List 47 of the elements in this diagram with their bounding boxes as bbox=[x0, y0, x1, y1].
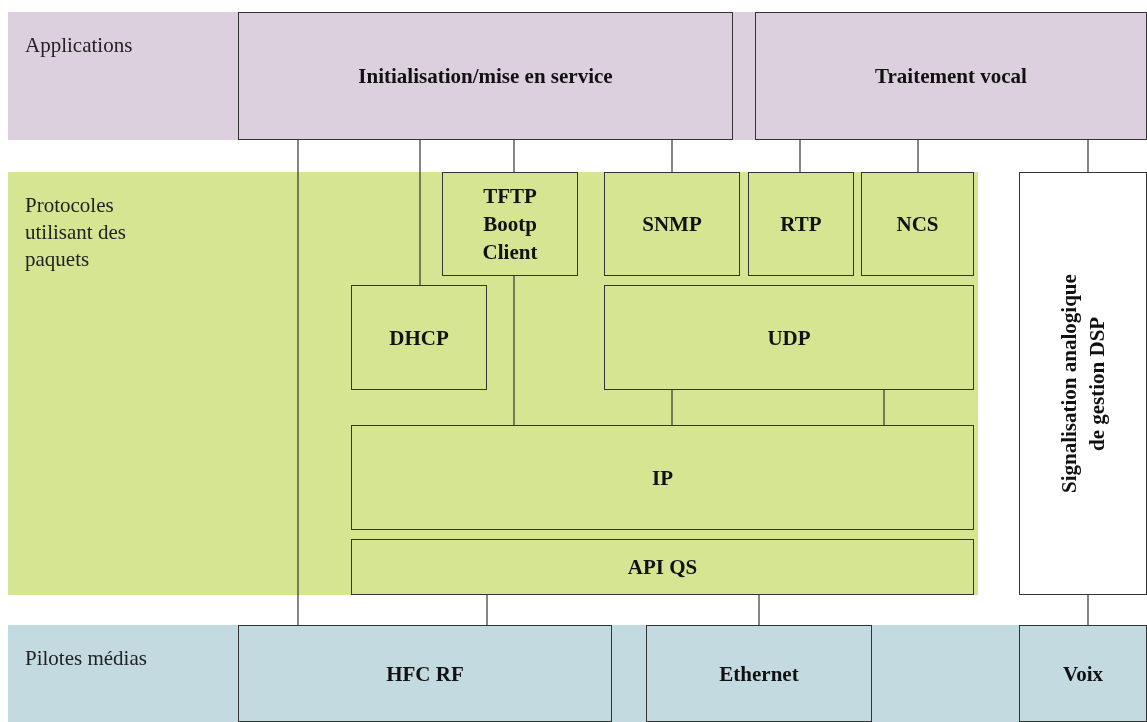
layer-band bbox=[8, 625, 1147, 722]
protocol-box bbox=[861, 172, 974, 276]
box-label: NCS bbox=[896, 211, 939, 238]
box-label: Voix bbox=[1062, 660, 1104, 688]
box-label: API QS bbox=[627, 554, 698, 581]
connector-line bbox=[917, 139, 919, 173]
connector-line bbox=[883, 389, 885, 426]
box-label: Initialisation/mise en service bbox=[358, 63, 613, 90]
driver-box bbox=[1019, 625, 1147, 722]
box-label: Signalisation analogique de gestion DSP bbox=[1056, 273, 1110, 495]
connector-line bbox=[671, 139, 673, 173]
layer-label: Protocoles utilisant des paquets bbox=[25, 192, 127, 273]
layer-label: Pilotes médias bbox=[25, 645, 147, 672]
connector-line bbox=[758, 594, 760, 626]
protocol-box bbox=[604, 172, 740, 276]
box-label: RTP bbox=[780, 211, 822, 238]
signalling-box bbox=[1019, 172, 1147, 595]
protocol-box bbox=[748, 172, 854, 276]
box-label: IP bbox=[652, 464, 673, 492]
application-box bbox=[755, 12, 1147, 140]
layer-band bbox=[8, 172, 978, 595]
connector-line bbox=[513, 139, 515, 173]
layer-band bbox=[8, 12, 1147, 140]
protocol-box bbox=[442, 172, 578, 276]
box-label: HFC RF bbox=[386, 660, 464, 688]
connector-line bbox=[513, 275, 515, 426]
box-label: Traitement vocal bbox=[875, 63, 1027, 90]
box-label: TFTP Bootp Client bbox=[481, 183, 539, 266]
connector-line bbox=[799, 139, 801, 173]
connector-line bbox=[419, 139, 421, 286]
connector-line bbox=[1087, 139, 1089, 173]
protocol-box bbox=[351, 285, 487, 390]
box-label: Ethernet bbox=[719, 660, 799, 688]
layer-label: Applications bbox=[25, 32, 133, 59]
connector-line bbox=[1087, 594, 1089, 626]
box-label: UDP bbox=[767, 324, 811, 352]
application-box bbox=[238, 12, 733, 140]
protocol-box bbox=[351, 539, 974, 595]
driver-box bbox=[238, 625, 612, 722]
driver-box bbox=[646, 625, 872, 722]
protocol-box bbox=[351, 425, 974, 530]
connector-line bbox=[671, 389, 673, 426]
connector-line bbox=[297, 139, 299, 626]
protocol-box bbox=[604, 285, 974, 390]
connector-line bbox=[486, 594, 488, 626]
box-label: SNMP bbox=[642, 211, 702, 238]
box-label: DHCP bbox=[389, 324, 449, 352]
